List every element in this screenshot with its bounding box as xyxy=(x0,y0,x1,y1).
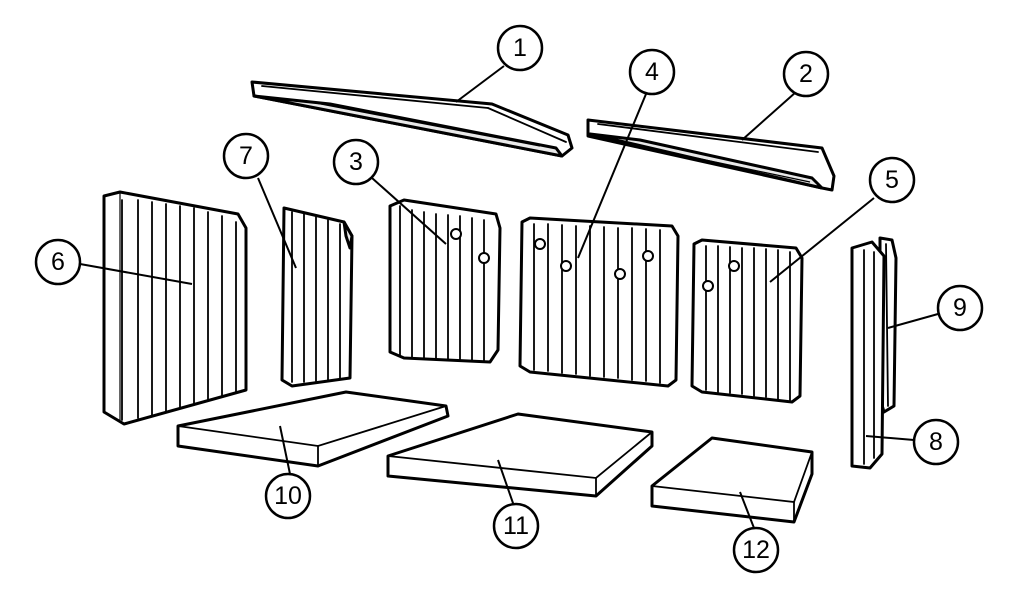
callout-circle xyxy=(936,284,984,332)
callout-label: 3 xyxy=(349,148,363,176)
callout-circle xyxy=(868,156,916,204)
callout-label: 9 xyxy=(953,294,967,322)
callout-11: 11 xyxy=(492,502,540,550)
callout-9: 9 xyxy=(936,284,984,332)
leader-3 xyxy=(371,177,447,245)
part-12-floor-plate-right xyxy=(650,436,814,524)
callout-label: 5 xyxy=(885,166,899,194)
callout-label: 10 xyxy=(274,482,302,510)
leader-10 xyxy=(279,425,291,475)
leader-11 xyxy=(497,459,515,507)
callout-label: 12 xyxy=(742,536,770,564)
callout-5: 5 xyxy=(868,156,916,204)
part-6-left-side-panel xyxy=(102,190,248,426)
callout-circle xyxy=(34,238,82,286)
part-3-back-panel-left xyxy=(388,198,502,364)
callout-circle xyxy=(332,138,380,186)
part-1-top-baffle-left xyxy=(250,80,574,158)
callout-2: 2 xyxy=(782,50,830,98)
callout-label: 2 xyxy=(799,60,813,88)
part-2-top-baffle-right xyxy=(586,118,836,192)
part-4-back-panel-center xyxy=(518,216,680,388)
callout-label: 7 xyxy=(239,142,253,170)
callout-label: 11 xyxy=(503,512,529,540)
callout-8: 8 xyxy=(912,418,960,466)
callout-label: 1 xyxy=(513,34,527,62)
callout-circle xyxy=(222,132,270,180)
callout-circle xyxy=(264,472,312,520)
leader-9 xyxy=(887,313,939,329)
callout-10: 10 xyxy=(264,472,312,520)
leader-8 xyxy=(865,435,915,441)
callout-label: 6 xyxy=(51,248,65,276)
leader-6 xyxy=(79,263,193,285)
leader-1 xyxy=(455,65,505,103)
callout-3: 3 xyxy=(332,138,380,186)
callout-circle xyxy=(496,24,544,72)
leader-2 xyxy=(741,91,797,141)
callout-circle xyxy=(912,418,960,466)
callout-label: 4 xyxy=(645,58,659,86)
leader-12 xyxy=(739,491,755,529)
callout-4: 4 xyxy=(628,48,676,96)
part-11-floor-plate-center xyxy=(386,412,654,498)
part-10-floor-plate-left xyxy=(176,390,450,468)
leader-lines xyxy=(79,65,939,529)
callout-circle xyxy=(492,502,540,550)
callout-7: 7 xyxy=(222,132,270,180)
leader-4 xyxy=(577,93,647,259)
part-7-narrow-side-panel xyxy=(280,206,354,388)
callout-12: 12 xyxy=(732,526,780,574)
callout-circle xyxy=(628,48,676,96)
part-5-back-panel-right xyxy=(690,238,804,404)
callout-label: 8 xyxy=(929,428,943,456)
callout-1: 1 xyxy=(496,24,544,72)
part-8-right-side-panel xyxy=(850,240,886,470)
callout-circle xyxy=(732,526,780,574)
callout-circle xyxy=(782,50,830,98)
leader-5 xyxy=(769,197,875,283)
callout-6: 6 xyxy=(34,238,82,286)
leader-7 xyxy=(257,177,297,269)
